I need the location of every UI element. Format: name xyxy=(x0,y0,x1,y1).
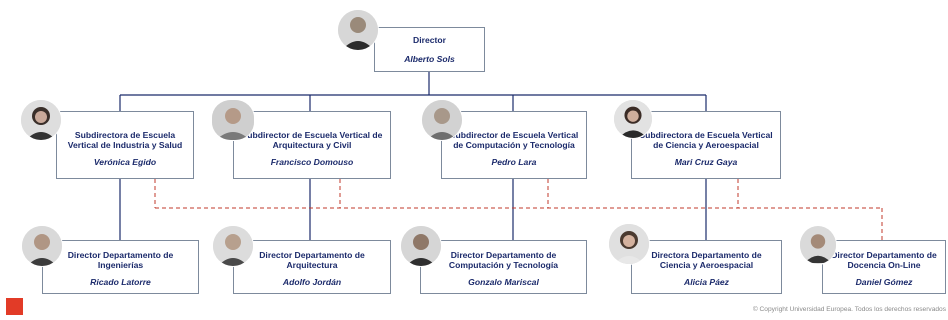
department-avatar-2 xyxy=(213,226,253,266)
brand-mark xyxy=(6,298,23,315)
department-box-2: Director Departamento de Arquitectura Ad… xyxy=(233,240,391,294)
subdirector-box-4: Subdirectora de Escuela Vertical de Cien… xyxy=(631,111,781,179)
subdirector-box-3: Subdirector de Escuela Vertical de Compu… xyxy=(441,111,587,179)
department-avatar-3 xyxy=(401,226,441,266)
subdirector-name-4: Mari Cruz Gaya xyxy=(674,156,738,167)
director-box: Director Alberto Sols xyxy=(374,27,485,72)
department-name-2: Adolfo Jordán xyxy=(282,276,342,287)
subdirector-name-2: Francisco Domouso xyxy=(270,156,354,167)
subdirector-box-1: Subdirectora de Escuela Vertical de Indu… xyxy=(56,111,194,179)
department-box-4: Directora Departamento de Ciencia y Aero… xyxy=(631,240,782,294)
department-name-5: Daniel Gómez xyxy=(855,276,913,287)
subdirector-name-1: Verónica Egido xyxy=(93,156,157,167)
subdirector-role-3: Subdirector de Escuela Vertical de Compu… xyxy=(449,129,579,150)
department-avatar-4 xyxy=(609,224,649,264)
subdirector-avatar-1 xyxy=(21,100,61,140)
department-name-3: Gonzalo Mariscal xyxy=(468,276,539,287)
subdirector-avatar-4 xyxy=(614,100,652,138)
subdirector-role-4: Subdirectora de Escuela Vertical de Cien… xyxy=(639,129,773,150)
subdirector-box-2: Subdirector de Escuela Vertical de Arqui… xyxy=(233,111,391,179)
department-box-1: Director Departamento de Ingenierías Ric… xyxy=(42,240,199,294)
director-name: Alberto Sols xyxy=(404,54,455,64)
department-avatar-5 xyxy=(800,226,836,264)
director-role: Director xyxy=(413,35,446,45)
department-role-4: Directora Departamento de Ciencia y Aero… xyxy=(651,249,762,270)
department-box-5: Director Departamento de Docencia On-Lin… xyxy=(822,240,946,294)
department-role-3: Director Departamento de Computación y T… xyxy=(448,249,559,270)
department-role-5: Director Departamento de Docencia On-Lin… xyxy=(831,249,937,270)
department-role-1: Director Departamento de Ingenierías xyxy=(67,249,174,270)
copyright-text: © Copyright Universidad Europea. Todos l… xyxy=(752,306,946,313)
department-avatar-1 xyxy=(22,226,62,266)
subdirector-avatar-2 xyxy=(212,100,254,140)
subdirector-name-3: Pedro Lara xyxy=(491,156,537,167)
department-name-4: Alicia Páez xyxy=(684,276,729,287)
department-name-1: Ricado Latorre xyxy=(90,276,151,287)
subdirector-role-2: Subdirector de Escuela Vertical de Arqui… xyxy=(241,129,383,150)
department-role-2: Director Departamento de Arquitectura xyxy=(259,249,365,270)
subdirector-avatar-3 xyxy=(422,100,462,140)
director-avatar xyxy=(338,10,378,50)
subdirector-role-1: Subdirectora de Escuela Vertical de Indu… xyxy=(67,129,183,150)
department-box-3: Director Departamento de Computación y T… xyxy=(420,240,587,294)
